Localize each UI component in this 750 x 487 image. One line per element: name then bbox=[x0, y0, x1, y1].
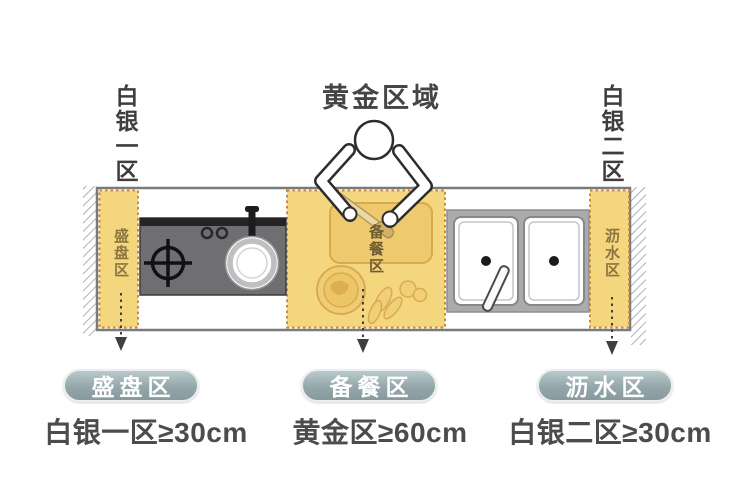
person-icon bbox=[314, 119, 433, 228]
plating-zone-badge: 盛盘区 bbox=[63, 369, 199, 402]
silver-zone-2-measurement: 白银二区≥30cm bbox=[508, 417, 712, 448]
sink-icon bbox=[446, 209, 590, 313]
plating-zone-inline-label: 盛盘区 bbox=[112, 228, 129, 279]
down-arrow-icon bbox=[357, 289, 369, 353]
plating-zone-area bbox=[98, 189, 139, 329]
down-arrow-icon bbox=[606, 297, 618, 355]
wall-hatch-icon bbox=[83, 186, 96, 336]
wall-hatch-icon bbox=[631, 187, 646, 345]
prep-zone-badge: 备餐区 bbox=[301, 369, 437, 402]
bowl-icon bbox=[316, 265, 366, 315]
golden-zone-title: 黄金区域 bbox=[322, 83, 442, 113]
drain-zone-badge: 沥水区 bbox=[537, 369, 673, 402]
drain-zone-area bbox=[589, 189, 630, 329]
vegetables-icon bbox=[367, 280, 428, 325]
faucet-icon bbox=[481, 265, 510, 312]
silver-zone-2-title: 白银二区 bbox=[598, 84, 624, 184]
golden-zone-measurement: 黄金区≥60cm bbox=[292, 417, 468, 448]
silver-zone-1-measurement: 白银一区≥30cm bbox=[44, 417, 248, 448]
drain-zone-inline-label: 沥水区 bbox=[603, 228, 620, 279]
prep-zone-inline-label: 备餐区 bbox=[367, 224, 384, 275]
down-arrow-icon bbox=[115, 293, 127, 351]
silver-zone-1-title: 白银一区 bbox=[112, 84, 138, 184]
pan-icon bbox=[224, 206, 280, 291]
